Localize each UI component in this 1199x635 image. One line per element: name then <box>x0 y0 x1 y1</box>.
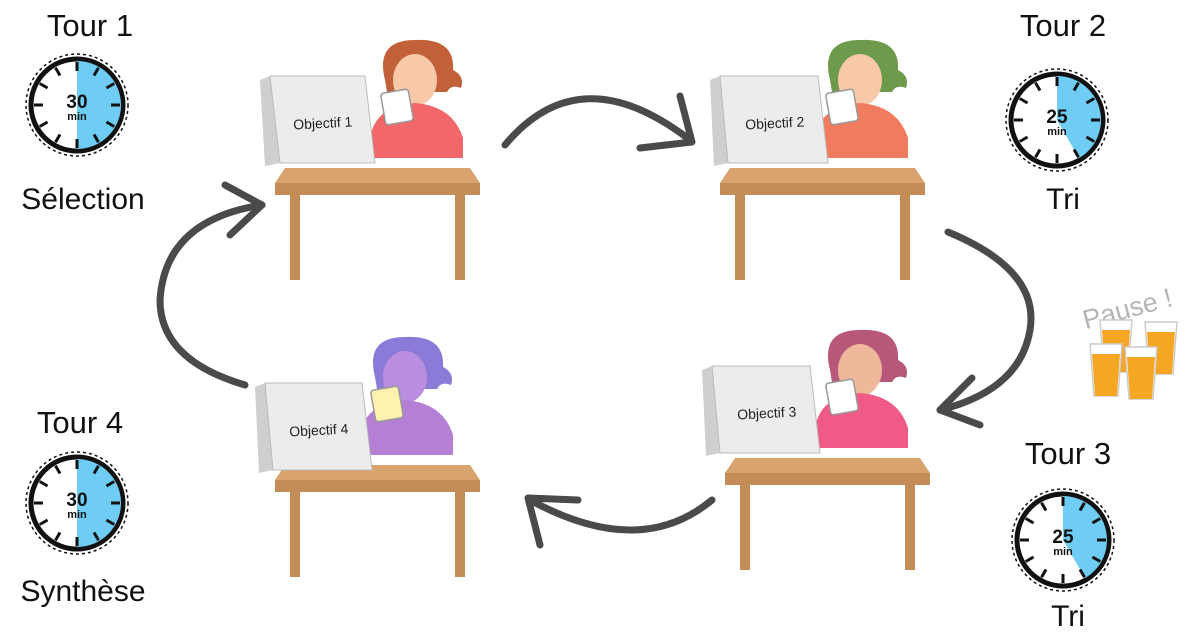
round-3-unit: min <box>1053 546 1073 558</box>
objective-card-1: Objectif 1 <box>260 76 375 166</box>
arrow-3-to-4-head <box>528 498 578 545</box>
round-1-unit: min <box>67 111 87 123</box>
objective-card-2-label: Objectif 2 <box>745 113 805 132</box>
round-3-activity: Tri <box>968 600 1168 634</box>
objective-card-1-label: Objectif 1 <box>293 113 353 132</box>
arrow-3-to-4 <box>530 500 712 530</box>
round-4-unit: min <box>67 509 87 521</box>
station-3: Objectif 3 <box>690 318 950 578</box>
round-3-timer: 25 min <box>1008 485 1118 595</box>
round-1-minutes: 30 <box>66 92 87 113</box>
objective-card-3-label: Objectif 3 <box>737 403 797 422</box>
person-1 <box>370 40 463 158</box>
round-4-minutes: 30 <box>66 490 87 511</box>
person-4 <box>360 337 453 455</box>
station-1: Objectif 1 <box>245 28 505 288</box>
round-2-activity: Tri <box>963 183 1163 217</box>
objective-card-2: Objectif 2 <box>710 76 828 166</box>
arrow-2-to-3 <box>940 232 1031 410</box>
table-4 <box>275 465 480 577</box>
juice-glasses-icon <box>1090 320 1177 399</box>
round-4-timer: 30 min <box>22 448 132 558</box>
round-1-timer: 30 min <box>22 50 132 160</box>
objective-card-4-label: Objectif 4 <box>289 420 349 439</box>
round-2-title: Tour 2 <box>973 8 1153 44</box>
round-2-unit: min <box>1047 126 1067 138</box>
person-3 <box>815 330 908 448</box>
table-1 <box>275 168 480 280</box>
round-4-title: Tour 4 <box>0 405 170 441</box>
table-2 <box>720 168 925 280</box>
round-1-activity: Sélection <box>0 183 183 217</box>
round-3-minutes: 25 <box>1052 527 1074 548</box>
table-3 <box>725 458 930 570</box>
round-2-timer: 25 min <box>1002 65 1112 175</box>
objective-card-4: Objectif 4 <box>255 383 372 473</box>
station-2: Objectif 2 <box>690 28 950 288</box>
station-4: Objectif 4 <box>240 325 500 585</box>
objective-card-3: Objectif 3 <box>702 366 820 456</box>
round-1-title: Tour 1 <box>0 8 180 44</box>
pause-break: Pause ! <box>1075 262 1195 402</box>
round-4-activity: Synthèse <box>0 575 183 609</box>
round-3-title: Tour 3 <box>978 436 1158 472</box>
round-2-minutes: 25 <box>1046 107 1068 128</box>
arrow-1-to-2 <box>505 99 690 145</box>
arrow-1-to-2-head <box>640 96 692 148</box>
person-2 <box>815 40 908 158</box>
